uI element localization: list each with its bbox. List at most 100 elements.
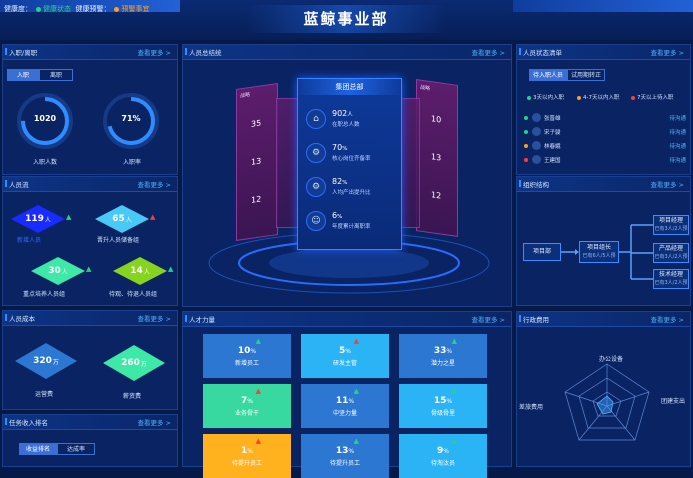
trend-arrow-icon: ▲ xyxy=(353,387,359,395)
person-status[interactable]: 待沟通 xyxy=(669,144,686,150)
org-node-sub: 已有3人/2人预 xyxy=(654,254,688,260)
tab-achievement-rate[interactable]: 达成率 xyxy=(57,443,95,455)
value: 82 xyxy=(332,177,343,186)
tile-value: 1% xyxy=(241,446,253,456)
person-status[interactable]: 待沟通 xyxy=(669,130,686,136)
view-more-link[interactable]: 查看更多 > xyxy=(137,315,171,323)
value: 902 xyxy=(332,109,348,118)
legend-label: 7天以上待入职 xyxy=(637,95,674,101)
quality-tile[interactable]: ▲1%待提升员工 xyxy=(203,434,291,478)
hq-row-label: 人均产出提升比 xyxy=(332,190,371,196)
quality-tile[interactable]: ▲10%新增员工 xyxy=(203,334,291,378)
side-card-value: 12 xyxy=(431,190,442,201)
view-more-link[interactable]: 查看更多 > xyxy=(137,419,171,427)
quality-tile[interactable]: ▲9%待淘汰员 xyxy=(399,434,487,478)
side-card-value: 10 xyxy=(431,114,442,125)
tab-pending-entry[interactable]: 待入职人员 xyxy=(529,69,567,81)
avatar xyxy=(532,155,541,164)
quality-tile[interactable]: ▲7%业务骨干 xyxy=(203,384,291,428)
value: 5 xyxy=(339,345,346,356)
quality-tile[interactable]: ▲13%待提升员工 xyxy=(301,434,389,478)
org-node-label: 项目组长 xyxy=(586,244,611,251)
panel-title: 任务收入排名 xyxy=(5,418,48,427)
person-name: 林春娥 xyxy=(544,144,561,150)
list-item[interactable]: 宋子骏待沟通 xyxy=(524,126,686,138)
hq-row-value: 82% xyxy=(332,177,347,186)
operation-cost-label: 运营费 xyxy=(35,391,54,398)
person-name: 张晋雄 xyxy=(544,116,561,122)
list-item[interactable]: 王建国待沟通 xyxy=(524,154,686,166)
value: 13 xyxy=(335,445,349,456)
admin-radar-chart xyxy=(564,363,650,441)
health-label: 健康度： xyxy=(4,5,32,13)
entry-count-value: 1020 xyxy=(33,114,57,123)
view-more-link[interactable]: 查看更多 > xyxy=(137,49,171,57)
unit: % xyxy=(342,146,348,152)
view-more-link[interactable]: 查看更多 > xyxy=(650,49,684,57)
panel-header: 入职/离职 查看更多 > xyxy=(3,45,177,60)
panel-title: 人员成本 xyxy=(5,314,35,323)
panel-header: 人员流 查看更多 > xyxy=(3,177,177,192)
value: 6 xyxy=(332,211,338,220)
value: 9 xyxy=(437,445,444,456)
unit: % xyxy=(446,397,453,405)
value: 15 xyxy=(433,395,447,406)
tab-entry[interactable]: 入职 xyxy=(7,69,39,81)
value: 70 xyxy=(332,143,343,152)
view-more-link[interactable]: 查看更多 > xyxy=(471,49,505,57)
hq-main-card[interactable]: 集团总部 ⌂ 902人 在职总人数 ⚙ 70% 核心岗位齐备率 ⚙ 82% 人均… xyxy=(297,78,402,250)
org-node-label: 项目部 xyxy=(532,248,551,255)
org-leaf-node[interactable]: 技术经理已有3人/2人预 xyxy=(653,269,689,289)
person-status[interactable]: 待沟通 xyxy=(669,116,686,122)
list-item[interactable]: 张晋雄 待沟通 xyxy=(524,112,686,124)
user-icon: ☺ xyxy=(306,211,326,231)
org-panel: 组织结构 查看更多 > 项目部 项目组长已有6人/5人预 项目经理已有3人/2人… xyxy=(516,176,691,306)
warning-dot-icon xyxy=(114,6,120,12)
tile-label: 研发主管 xyxy=(332,359,357,367)
quality-tile[interactable]: ▲5%研发主管 xyxy=(301,334,389,378)
trend-arrow-icon: ▲ xyxy=(353,337,359,345)
unit: % xyxy=(348,397,355,405)
tab-exit[interactable]: 离职 xyxy=(39,69,73,81)
radar-axis-label: 团建支出 xyxy=(661,398,686,405)
tab-probation[interactable]: 试用期转正 xyxy=(567,69,605,81)
quality-tile[interactable]: ▲15%骨级骨里 xyxy=(399,384,487,428)
panel-header: 任务收入排名 查看更多 > xyxy=(3,415,177,430)
person-status[interactable]: 待沟通 xyxy=(669,158,686,164)
status-dot-icon xyxy=(524,144,528,148)
side-card-value: 12 xyxy=(251,194,262,205)
avatar xyxy=(532,141,541,150)
org-root-node[interactable]: 项目部 xyxy=(523,243,561,261)
hq-row-headcount: ⌂ 902人 在职总人数 xyxy=(306,105,396,133)
side-card-value: 13 xyxy=(431,152,442,163)
unit: % xyxy=(337,214,343,220)
org-leaf-node[interactable]: 项目经理已有3人/2人预 xyxy=(653,215,689,235)
side-card-value: 35 xyxy=(251,118,262,129)
value: 7 xyxy=(241,395,248,406)
view-more-link[interactable]: 查看更多 > xyxy=(650,316,684,324)
up-arrow-icon: ▲ xyxy=(150,213,156,221)
org-mid-node[interactable]: 项目组长已有6人/5人预 xyxy=(579,241,619,263)
legend-item: 4-7天以内入职 xyxy=(577,93,619,101)
view-more-link[interactable]: 查看更多 > xyxy=(650,181,684,189)
panel-header: 人员总结统 查看更多 > xyxy=(183,45,511,60)
list-item[interactable]: 林春娥 待沟通 xyxy=(524,140,686,152)
quality-tile[interactable]: ▲33%潜力之星 xyxy=(399,334,487,378)
org-leaf-node[interactable]: 产品经理已有3人/2人预 xyxy=(653,243,689,263)
quality-tile[interactable]: ▲11%中坚力量 xyxy=(301,384,389,428)
panel-header: 行政费用 查看更多 > xyxy=(517,312,690,327)
view-more-link[interactable]: 查看更多 > xyxy=(471,316,505,324)
panel-header: 人员成本 查看更多 > xyxy=(3,311,177,326)
panel-title: 人员总结统 xyxy=(185,48,222,57)
view-more-link[interactable]: 查看更多 > xyxy=(137,181,171,189)
entry-rate-label: 入职率 xyxy=(123,159,142,166)
unit: % xyxy=(443,447,449,455)
hq-row-label: 核心岗位齐备率 xyxy=(332,156,371,162)
tab-revenue-rank[interactable]: 收益排名 xyxy=(19,443,57,455)
right-side-card: 战略 10 13 12 xyxy=(416,79,458,237)
value: 33 xyxy=(433,345,447,356)
tile-label: 待提升员工 xyxy=(329,459,360,467)
